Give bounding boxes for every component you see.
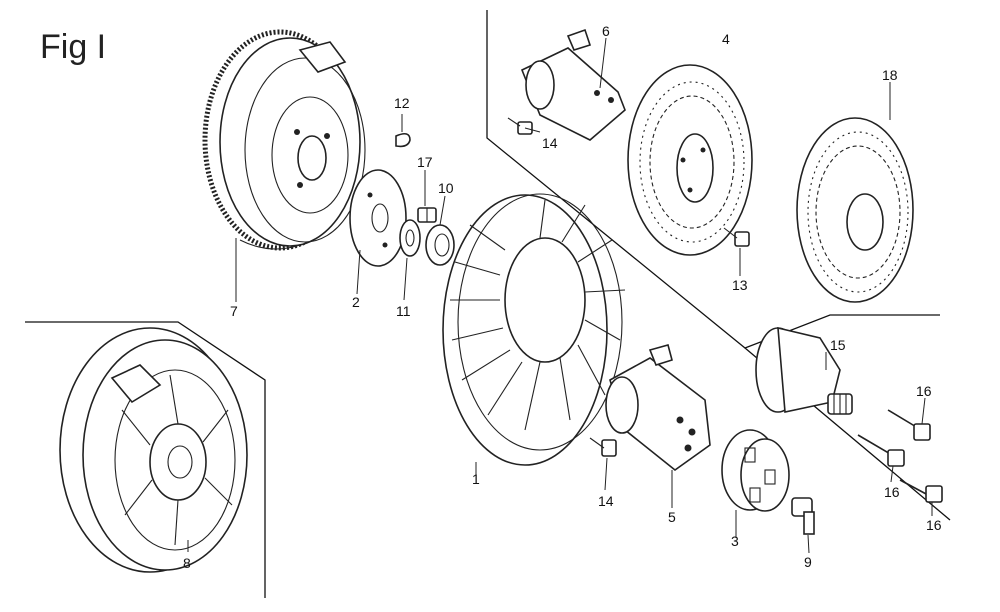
callout-11: 11: [396, 303, 411, 319]
plate: [349, 169, 407, 267]
flywheel-ring-gear: [202, 29, 366, 251]
callout-6: 6: [602, 23, 610, 39]
disc-4: [627, 64, 753, 256]
disc-18: [796, 117, 914, 303]
cooling-fan: [442, 193, 626, 466]
callout-2: 2: [352, 294, 360, 310]
callout-1: 1: [472, 471, 480, 487]
callout-9: 9: [804, 554, 812, 570]
callout-labels: 7 8 2 11 12 17 10 1 6 4 14 14 5 13 3 9 1…: [183, 23, 942, 571]
callout-13: 13: [732, 277, 748, 293]
callout-5: 5: [668, 509, 676, 525]
pulley-wheel: [59, 327, 248, 573]
callout-16-b: 16: [884, 484, 900, 500]
leader-lines: [187, 37, 933, 554]
starter-cup: [721, 429, 790, 512]
callout-12: 12: [394, 95, 410, 111]
washer: [399, 219, 421, 257]
bolt-17: [417, 207, 437, 223]
callout-18: 18: [882, 67, 898, 83]
flange-nut: [425, 224, 455, 266]
bolt-13: [723, 227, 750, 247]
callout-15: 15: [830, 337, 846, 353]
callout-16-c: 16: [926, 517, 942, 533]
callout-16-a: 16: [916, 383, 932, 399]
ignition-coil-upper: [520, 28, 626, 141]
screw-14-upper: [507, 117, 533, 135]
ignition-coil-lower: [605, 344, 711, 472]
callout-14-upper: 14: [542, 135, 558, 151]
screw-14-lower: [589, 437, 617, 457]
hub-shaft: [755, 326, 853, 415]
callout-14-lower: 14: [598, 493, 614, 509]
woodruff-key: [395, 132, 411, 148]
figure-title: Fig I: [40, 28, 107, 66]
callout-7: 7: [230, 303, 238, 319]
bolt-16-a: [887, 409, 931, 441]
callout-17: 17: [417, 154, 433, 170]
bolt-16-c: [899, 479, 943, 503]
callout-4: 4: [722, 31, 730, 47]
bolt-16-b: [857, 434, 905, 467]
callout-3: 3: [731, 533, 739, 549]
callout-8: 8: [183, 555, 191, 571]
bolt-9: [791, 497, 815, 535]
callout-10: 10: [438, 180, 454, 196]
